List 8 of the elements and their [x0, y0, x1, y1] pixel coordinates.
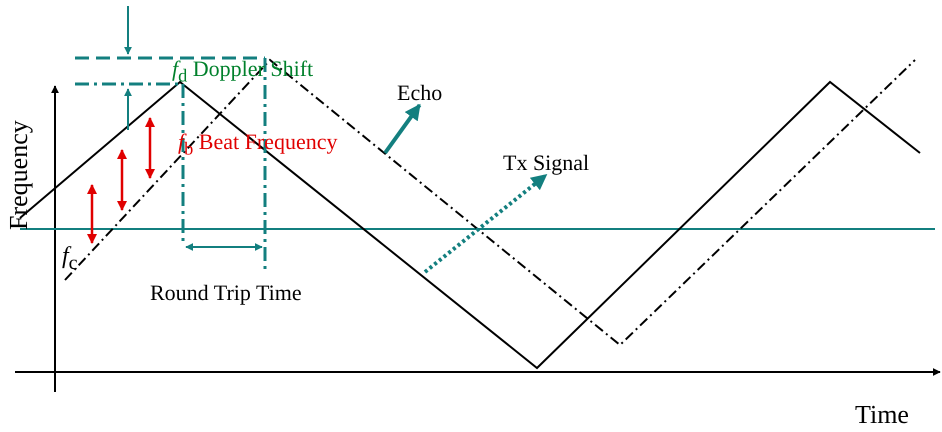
- arrow: [383, 104, 422, 154]
- dimension-label: Round Trip Time: [150, 282, 302, 304]
- arrow: [424, 173, 548, 274]
- axis-annotation: f$_{c}$: [62, 244, 78, 273]
- echo-label: Echo: [397, 82, 442, 104]
- signal-label: Tx Signal: [503, 152, 590, 174]
- axis-title: Time: [855, 402, 909, 428]
- axis-title: Frequency: [6, 120, 32, 230]
